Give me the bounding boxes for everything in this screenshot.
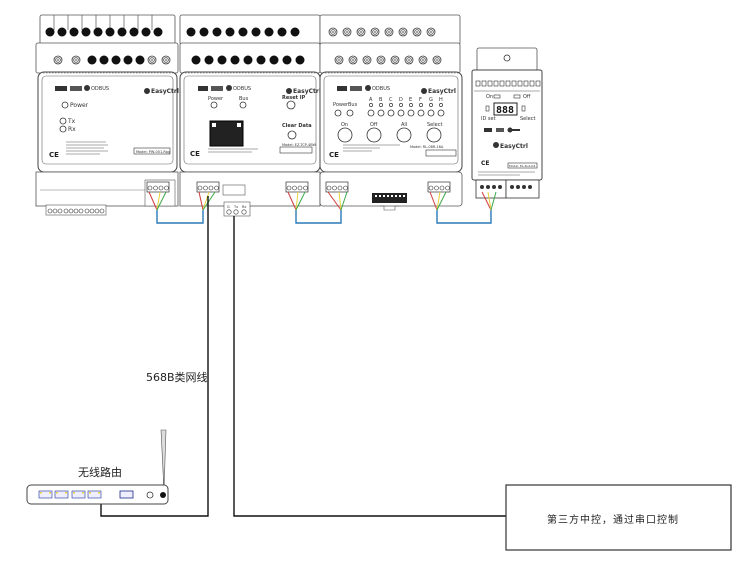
ce-mark-1: CE [49, 151, 59, 159]
indicator-power-label-3: Power [333, 102, 349, 108]
select-button-4[interactable] [521, 105, 526, 112]
module-2: G Tx Rx ODBUS EasyCtrl Power Bus Reset I… [179, 14, 321, 217]
off-button[interactable] [366, 127, 382, 143]
on-button[interactable] [337, 127, 353, 143]
off-indicator-label-4: Off [523, 94, 531, 100]
svg-text:ODBUS: ODBUS [91, 86, 109, 92]
bus-terminal-2b [285, 181, 309, 193]
svg-text:Tx: Tx [233, 205, 238, 209]
channel-indicators: A B C D E F G H [367, 97, 445, 117]
id-set-button[interactable] [485, 105, 490, 112]
svg-text:H: H [439, 97, 443, 103]
model-label-4: Model: EL-4L4-D4 [509, 164, 535, 168]
indicator-tx-label: Tx [67, 118, 76, 125]
module-4: On Off 888 ID set Select EasyCtrl CE Mod… [471, 47, 543, 199]
id-set-label: ID set [481, 116, 496, 122]
bus-link-2-3 [287, 191, 348, 224]
serial-cable [233, 216, 506, 517]
indicator-power-label-2: Power [208, 96, 224, 102]
on-indicator-label-4: On [486, 94, 493, 100]
brand-logos-1: ODBUS [55, 85, 150, 94]
indicator-rx-label: Rx [68, 126, 76, 133]
reset-ip-label: Reset IP [282, 95, 306, 101]
brand-logo-3: EasyCtrl [428, 88, 456, 95]
select-button[interactable] [426, 127, 442, 143]
off-label: Off [370, 122, 378, 128]
third-party-controller-box [505, 484, 732, 551]
svg-text:ODBUS: ODBUS [233, 86, 251, 92]
bus-terminal-1 [146, 181, 170, 193]
antenna-base [160, 492, 166, 498]
seven-segment-display [493, 102, 518, 116]
terminal-row-top-1 [45, 15, 163, 37]
indicator-bus-label-3: Bus [348, 102, 358, 108]
ce-mark-2: CE [190, 150, 200, 158]
svg-text:E: E [409, 97, 412, 103]
model-label-1: Model: PW-001-Rpg [136, 150, 170, 154]
lan-ports [38, 490, 102, 499]
led-tx-1 [59, 117, 67, 125]
ce-mark-3: CE [329, 151, 339, 159]
brand-logo-4: EasyCtrl [500, 143, 528, 150]
module-3: ODBUS EasyCtrl Power Bus A B C D E F G H… [319, 14, 463, 211]
brand-logo-2: EasyCtrl [293, 88, 321, 95]
clear-data-button[interactable] [287, 130, 297, 140]
all-label: All [401, 122, 407, 128]
select-label: Select [427, 122, 442, 128]
reset-ip-button[interactable] [286, 100, 296, 110]
wireless-router [26, 429, 169, 505]
on-label: On [341, 122, 348, 128]
all-button[interactable] [396, 127, 412, 143]
ethernet-port[interactable] [209, 120, 244, 147]
svg-text:G: G [429, 97, 433, 103]
indicator-power-label: Power [70, 102, 89, 109]
svg-text:B: B [379, 97, 383, 103]
dip-switch[interactable] [372, 193, 407, 203]
power-button-router [146, 491, 154, 499]
ce-mark-4: CE [481, 160, 490, 167]
select-label-4: Select [520, 116, 535, 122]
bus-terminal-3a [325, 181, 349, 193]
wan-port [119, 490, 134, 499]
model-label-2: Model: EZ-TCP-4BW [282, 143, 316, 147]
bus-wires [148, 191, 497, 224]
router-label: 无线路由 [78, 466, 122, 479]
svg-text:F: F [419, 97, 422, 103]
third-party-controller-label: 第三方中控，通过串口控制 [547, 515, 679, 526]
svg-text:ODBUS: ODBUS [372, 86, 390, 92]
svg-text:C: C [389, 97, 393, 103]
serial-terminal: G Tx Rx [223, 201, 251, 217]
svg-text:Rx: Rx [242, 205, 247, 209]
bus-link-1-2 [148, 191, 216, 224]
bus-link-3-4 [429, 191, 497, 224]
bus-terminal-2a [196, 181, 220, 193]
ethernet-cable [100, 196, 209, 517]
led-power-1 [61, 101, 69, 109]
brand-logo-1: EasyCtrl [151, 88, 179, 95]
module-1: ODBUS EasyCtrl Power Tx Rx CE Model: PW-… [35, 14, 179, 216]
svg-text:A: A [369, 97, 373, 103]
svg-text:D: D [399, 97, 403, 103]
indicator-bus-label-2: Bus [239, 96, 249, 102]
svg-text:G: G [227, 205, 230, 209]
clear-data-label: Clear Data [282, 123, 312, 129]
led-rx-1 [59, 125, 67, 133]
model-label-3: Model: RL-08R-16A [410, 145, 444, 149]
cable-label: 568B类网线 [146, 371, 208, 384]
bus-terminal-3b [427, 181, 451, 193]
svg-text:888: 888 [496, 105, 514, 116]
